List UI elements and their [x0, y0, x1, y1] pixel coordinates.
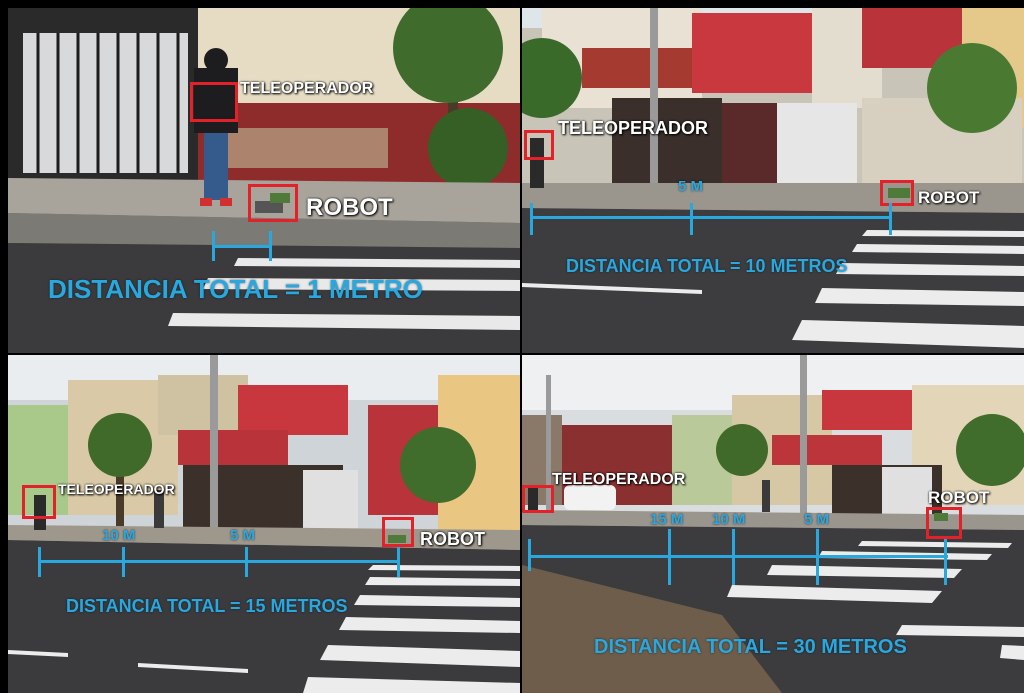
distance-line — [38, 560, 400, 563]
teleoperator-label: TELEOPERADOR — [58, 481, 175, 497]
robot-label: ROBOT — [928, 488, 990, 507]
street-scene-2 — [522, 8, 1024, 353]
distance-tick-mid — [690, 203, 693, 235]
teleoperator-label: TELEOPERADOR — [552, 471, 686, 488]
street-scene-1 — [8, 8, 520, 353]
marker-label-5m: 5 M — [230, 527, 256, 544]
marker-label-5m: 5 M — [804, 511, 830, 528]
distance-total-text: DISTANCIA TOTAL = 15 METROS — [66, 596, 348, 616]
teleoperator-marker-box — [190, 82, 238, 122]
photo-panel-30-meters: TELEOPERADOR ROBOT 15 M 10 M 5 M DISTANC… — [522, 355, 1024, 693]
distance-line — [212, 245, 272, 248]
distance-tick-5m — [816, 529, 819, 585]
robot-marker-box — [248, 184, 298, 222]
street-scene-4 — [522, 355, 1024, 693]
marker-label-15m: 15 M — [650, 511, 684, 528]
distance-total-text: DISTANCIA TOTAL = 10 METROS — [566, 256, 848, 276]
robot-label: ROBOT — [306, 194, 393, 221]
distance-tick-start — [528, 539, 531, 571]
marker-label-10m: 10 M — [712, 511, 746, 528]
distance-tick-end — [944, 539, 947, 585]
street-scene-3 — [8, 355, 520, 693]
marker-label-5m: 5 M — [678, 178, 704, 195]
robot-marker-box — [880, 180, 914, 206]
distance-tick-start — [530, 203, 533, 235]
robot-label: ROBOT — [918, 188, 980, 207]
distance-total-text: DISTANCIA TOTAL = 30 METROS — [594, 636, 907, 658]
distance-tick-end — [397, 547, 400, 577]
robot-label: ROBOT — [420, 529, 485, 549]
photo-panel-10-meters: TELEOPERADOR ROBOT 5 M DISTANCIA TOTAL =… — [522, 8, 1024, 353]
distance-tick-end — [269, 231, 272, 261]
teleoperator-label: TELEOPERADOR — [558, 118, 709, 138]
teleoperator-marker-box — [522, 485, 554, 513]
distance-tick-5m — [245, 547, 248, 577]
distance-tick-10m — [732, 529, 735, 585]
distance-line — [528, 555, 948, 558]
distance-line — [530, 216, 892, 219]
marker-label-10m: 10 M — [102, 527, 136, 544]
distance-tick-10m — [122, 547, 125, 577]
distance-total-text: DISTANCIA TOTAL = 1 METRO — [48, 274, 423, 304]
teleoperator-marker-box — [22, 485, 56, 519]
robot-marker-box — [926, 507, 962, 539]
distance-tick-start — [38, 547, 41, 577]
teleoperator-marker-box — [524, 130, 554, 160]
photo-panel-15-meters: TELEOPERADOR ROBOT 10 M 5 M DISTANCIA TO… — [8, 355, 520, 693]
photo-panel-1-meter: TELEOPERADOR ROBOT DISTANCIA TOTAL = 1 M… — [8, 8, 520, 353]
robot-marker-box — [382, 517, 414, 547]
distance-tick-end — [889, 203, 892, 235]
teleoperator-label: TELEOPERADOR — [240, 80, 374, 97]
distance-tick-start — [212, 231, 215, 261]
distance-tick-15m — [668, 529, 671, 585]
